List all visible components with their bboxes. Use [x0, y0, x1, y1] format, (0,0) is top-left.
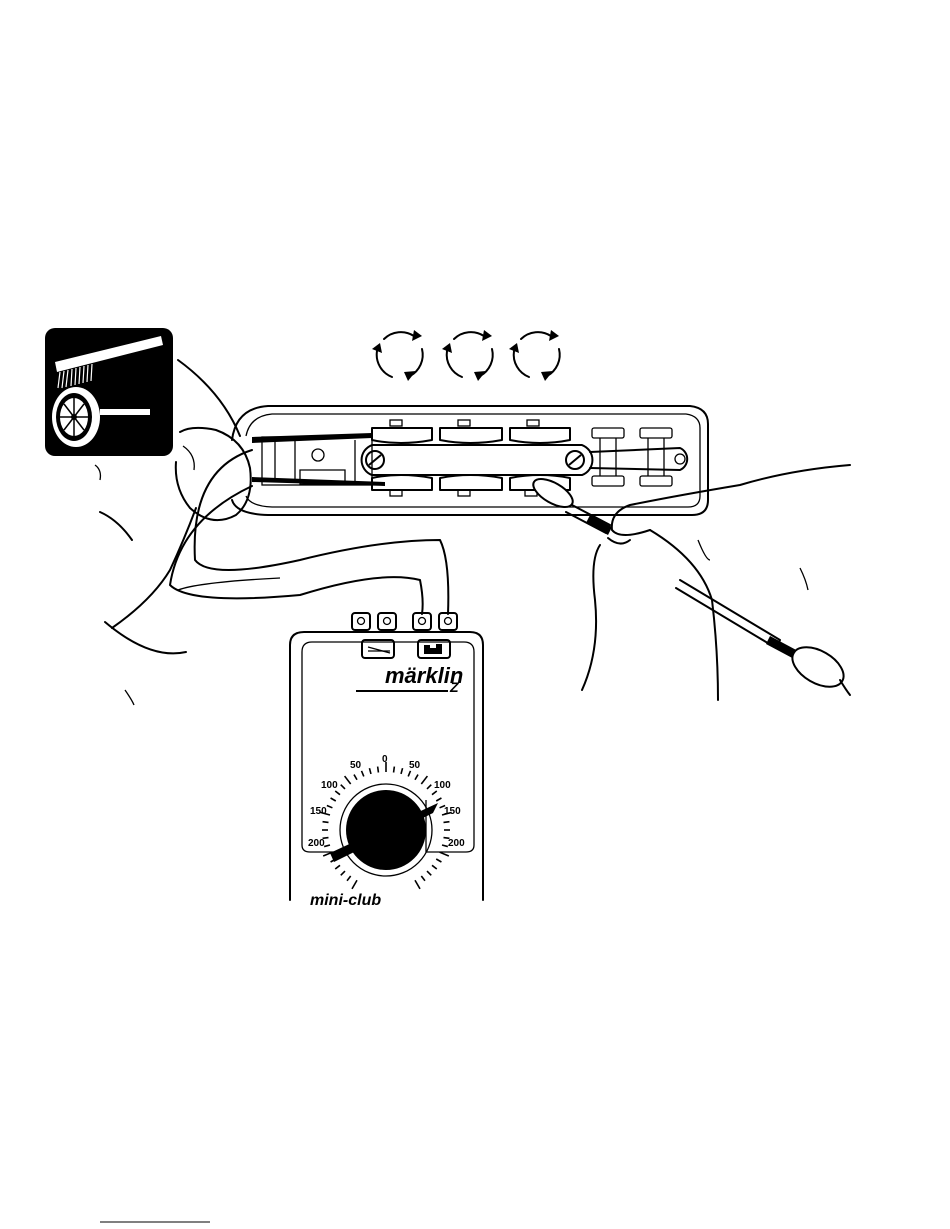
dial-tick: [331, 798, 336, 801]
gauge-label: Z: [449, 679, 459, 695]
terminal-connectors: [352, 613, 457, 630]
speed-controller: märklin Z 50 0 50 100 100 150 150 200 20…: [290, 613, 483, 909]
dial-tick: [369, 768, 371, 774]
scale-label-left-50: 50: [350, 760, 362, 771]
dial-tick: [444, 822, 450, 823]
dial-tick: [335, 791, 340, 795]
dial-tick: [352, 880, 357, 889]
dial-tick: [415, 880, 420, 889]
scale-label-left-200: 200: [308, 838, 325, 849]
wheel-cleaning-inset-icon: [45, 328, 173, 456]
dial-tick: [408, 771, 410, 777]
dial-tick: [421, 776, 427, 784]
dial-tick: [427, 871, 431, 875]
dial-tick: [362, 771, 364, 777]
dial-tick: [378, 767, 379, 773]
rotate-icon: [442, 330, 493, 381]
dial-tick: [335, 865, 340, 869]
dial-tick: [347, 876, 351, 881]
scale-label-left-150: 150: [310, 806, 327, 817]
right-hand-with-cotton-swab: [529, 465, 850, 700]
scale-label-right-100: 100: [434, 780, 451, 791]
dial-tick: [442, 845, 448, 847]
dial-tick: [341, 871, 345, 875]
rotate-icon: [372, 330, 423, 381]
dial-tick: [432, 791, 437, 795]
dial-tick: [345, 776, 351, 784]
dial-tick: [436, 798, 441, 801]
dial-tick: [324, 845, 330, 847]
dial-tick: [323, 822, 329, 823]
scale-label-zero: 0: [382, 754, 388, 765]
turnout-icon: [362, 640, 394, 658]
dial-tick: [341, 785, 345, 789]
locomotive-icon: [418, 640, 450, 658]
scale-label-right-50: 50: [409, 760, 421, 771]
series-logo: mini-club: [310, 892, 381, 909]
rotate-icon: [509, 330, 560, 381]
dial-tick: [421, 876, 425, 881]
locomotive-chassis: [232, 406, 708, 515]
dial-tick: [415, 775, 418, 780]
dial-tick: [436, 859, 441, 862]
dial-tick: [327, 806, 333, 808]
dial-tick: [440, 852, 449, 856]
dial-tick: [401, 768, 403, 774]
dial-tick: [354, 775, 357, 780]
scale-label-left-100: 100: [321, 780, 338, 791]
rotation-arrows: [372, 330, 560, 381]
dial-tick: [432, 865, 437, 869]
dial-tick: [394, 767, 395, 773]
scale-label-right-200: 200: [448, 838, 465, 849]
dial-tick: [427, 785, 431, 789]
scale-label-right-150: 150: [444, 806, 461, 817]
